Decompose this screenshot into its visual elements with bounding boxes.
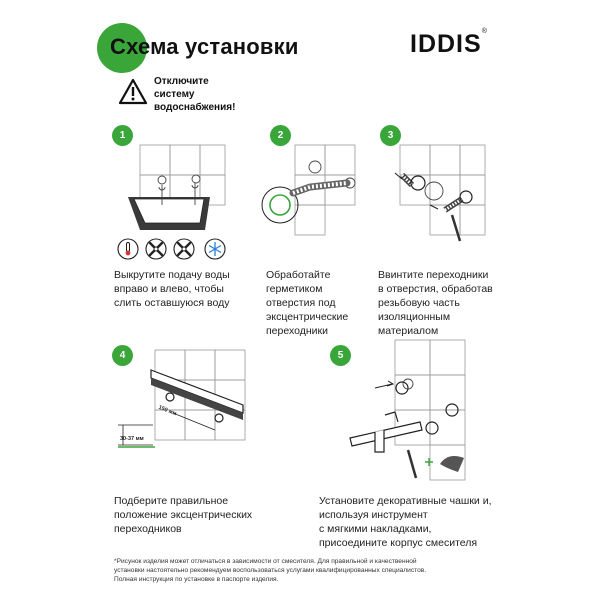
step-4-number: 4 xyxy=(112,345,133,366)
title-accent-circle xyxy=(97,23,147,73)
step-2-illustration xyxy=(261,144,356,236)
snowflake-icon xyxy=(204,238,226,260)
hot-valve-icon xyxy=(145,238,167,260)
warning-triangle-icon xyxy=(118,78,148,105)
step-5-text: Установите декоративные чашки и,использу… xyxy=(319,495,492,549)
offset-label: 30-37 мм xyxy=(120,436,144,442)
step-1-illustration xyxy=(128,144,226,230)
cold-valve-icon xyxy=(173,238,195,260)
step-1-number: 1 xyxy=(112,125,133,146)
step-3-illustration xyxy=(394,144,486,242)
warning-text: Отключите систему водоснабжения! xyxy=(154,76,236,113)
step-4-illustration xyxy=(118,349,246,448)
footnote: *Рисунок изделия может отличаться в зави… xyxy=(114,558,427,583)
step-2-number: 2 xyxy=(270,125,291,146)
page-title: Схема установки xyxy=(110,34,299,59)
step-5-number: 5 xyxy=(330,345,351,366)
thermometer-icon xyxy=(117,238,139,260)
brand-logo: IDDIS® xyxy=(410,28,488,58)
step-3-number: 3 xyxy=(380,125,401,146)
step-5-illustration xyxy=(349,339,466,481)
